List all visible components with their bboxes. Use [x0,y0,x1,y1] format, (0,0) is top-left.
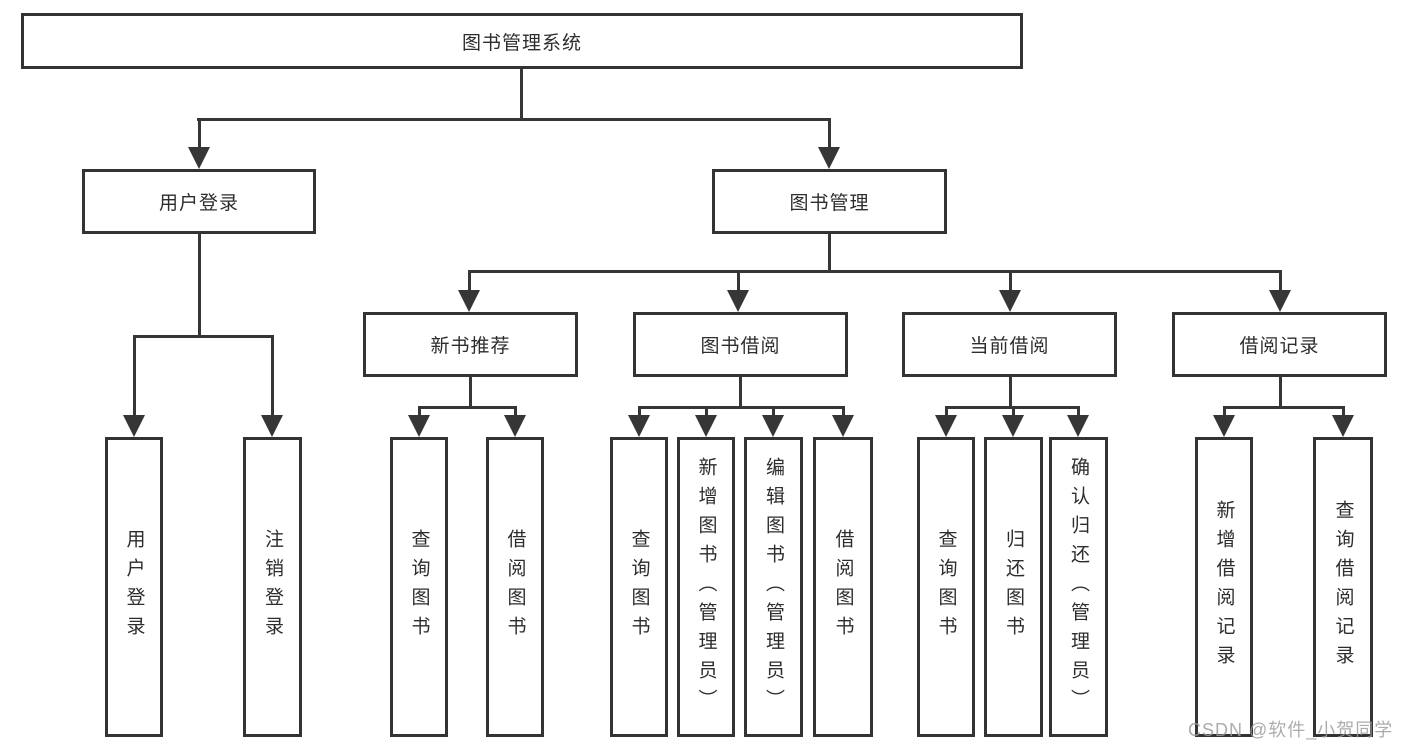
node-new-books-label: 新书推荐 [430,336,511,357]
edge-bb-borrow-drop [842,406,845,417]
edge-logout-leaf-drop [271,335,274,416]
leaf-rec-query-books-label: 查询图书 [408,529,430,645]
leaf-bb-query-books-label: 查询图书 [628,529,650,645]
node-borrow-records-label: 借阅记录 [1239,336,1320,357]
watermark-text: CSDN @软件_小贺同学 [1188,720,1394,740]
arrowhead-current-borrow [999,290,1021,312]
edge-book-borrow-drop [737,270,740,291]
edge-bookborrow-stem [739,377,742,408]
edge-level3-bar [468,270,1281,273]
leaf-br-add-record: 新增借阅记录 [1195,437,1253,737]
edge-br-add-drop [1223,406,1226,417]
arrowhead-bb-borrow [832,415,854,437]
leaf-cb-return-books-label: 归还图书 [1003,529,1024,645]
node-book-mgmt-label: 图书管理 [789,193,870,214]
node-root: 图书管理系统 [21,13,1023,69]
edge-borrowrecords-bar [1223,406,1345,409]
edge-bb-query-drop [638,406,641,417]
edge-cb-query-drop [945,406,948,417]
edge-newbooks-stem [469,377,472,408]
leaf-bb-query-books: 查询图书 [610,437,668,737]
edge-bb-edit-drop [772,406,775,417]
leaf-br-query-record-label: 查询借阅记录 [1332,500,1354,674]
arrowhead-bb-query [628,415,650,437]
edge-cb-return-drop [1012,406,1015,417]
arrowhead-bb-add [695,415,717,437]
leaf-bb-borrow-books: 借阅图书 [813,437,873,737]
edge-new-books-drop [468,270,471,291]
node-user-login: 用户登录 [82,169,316,234]
edge-book-mgmt-drop [828,118,831,148]
node-root-label: 图书管理系统 [461,32,582,54]
leaf-cb-confirm-return: 确认归还（管理员） [1049,437,1108,737]
arrowhead-br-add [1213,415,1235,437]
edge-root-bar [197,118,831,121]
leaf-logout-label: 注销登录 [262,529,283,645]
leaf-bb-edit-books: 编辑图书（管理员） [744,437,803,737]
leaf-rec-borrow-books-label: 借阅图书 [504,529,526,645]
edge-user-branch-stem [198,234,201,338]
arrowhead-rec-query [408,415,430,437]
edge-user-login-leaf-drop [133,335,136,416]
arrowhead-user-login-leaf [123,415,145,437]
edge-rec-borrow-drop [514,406,517,417]
arrowhead-bb-edit [762,415,784,437]
leaf-rec-query-books: 查询图书 [390,437,448,737]
leaf-br-query-record: 查询借阅记录 [1313,437,1373,737]
arrowhead-new-books [458,290,480,312]
edge-current-borrow-drop [1009,270,1012,291]
leaf-bb-edit-books-label: 编辑图书（管理员） [763,456,784,718]
node-new-books: 新书推荐 [363,312,578,377]
edge-rec-query-drop [418,406,421,417]
leaf-bb-add-books: 新增图书（管理员） [677,437,735,737]
edge-currentborrow-stem [1009,377,1012,408]
arrowhead-book-mgmt [818,147,840,169]
edge-borrow-records-drop [1279,270,1282,291]
leaf-bb-borrow-books-label: 借阅图书 [832,529,854,645]
leaf-rec-borrow-books: 借阅图书 [486,437,544,737]
leaf-cb-query-books: 查询图书 [917,437,975,737]
node-book-borrow-label: 图书借阅 [700,336,781,357]
edge-br-query-drop [1342,406,1345,417]
leaf-logout: 注销登录 [243,437,302,737]
edge-cb-confirm-drop [1077,406,1080,417]
node-borrow-records: 借阅记录 [1172,312,1387,377]
edge-root-stem [520,69,523,120]
arrowhead-br-query [1332,415,1354,437]
arrowhead-cb-query [935,415,957,437]
arrowhead-logout-leaf [261,415,283,437]
arrowhead-book-borrow [727,290,749,312]
edge-user-branch-bar [133,335,274,338]
node-book-borrow: 图书借阅 [633,312,848,377]
edge-bookmgmt-stem [828,234,831,273]
leaf-cb-return-books: 归还图书 [984,437,1043,737]
edge-bookborrow-bar [638,406,845,409]
edge-borrowrecords-stem [1279,377,1282,408]
leaf-user-login-label: 用户登录 [123,529,145,645]
leaf-cb-confirm-return-label: 确认归还（管理员） [1068,456,1089,718]
leaf-user-login: 用户登录 [105,437,163,737]
arrowhead-cb-confirm [1067,415,1089,437]
node-book-mgmt: 图书管理 [712,169,947,234]
edge-user-login-drop [198,118,201,148]
node-current-borrow: 当前借阅 [902,312,1117,377]
leaf-cb-query-books-label: 查询图书 [935,529,957,645]
edge-bb-add-drop [705,406,708,417]
arrowhead-borrow-records [1269,290,1291,312]
leaf-bb-add-books-label: 新增图书（管理员） [695,456,717,718]
node-user-login-label: 用户登录 [158,193,239,214]
node-current-borrow-label: 当前借阅 [969,336,1050,357]
arrowhead-user-login [188,147,210,169]
arrowhead-rec-borrow [504,415,526,437]
leaf-br-add-record-label: 新增借阅记录 [1213,500,1235,674]
edge-newbooks-bar [418,406,517,409]
arrowhead-cb-return [1002,415,1024,437]
